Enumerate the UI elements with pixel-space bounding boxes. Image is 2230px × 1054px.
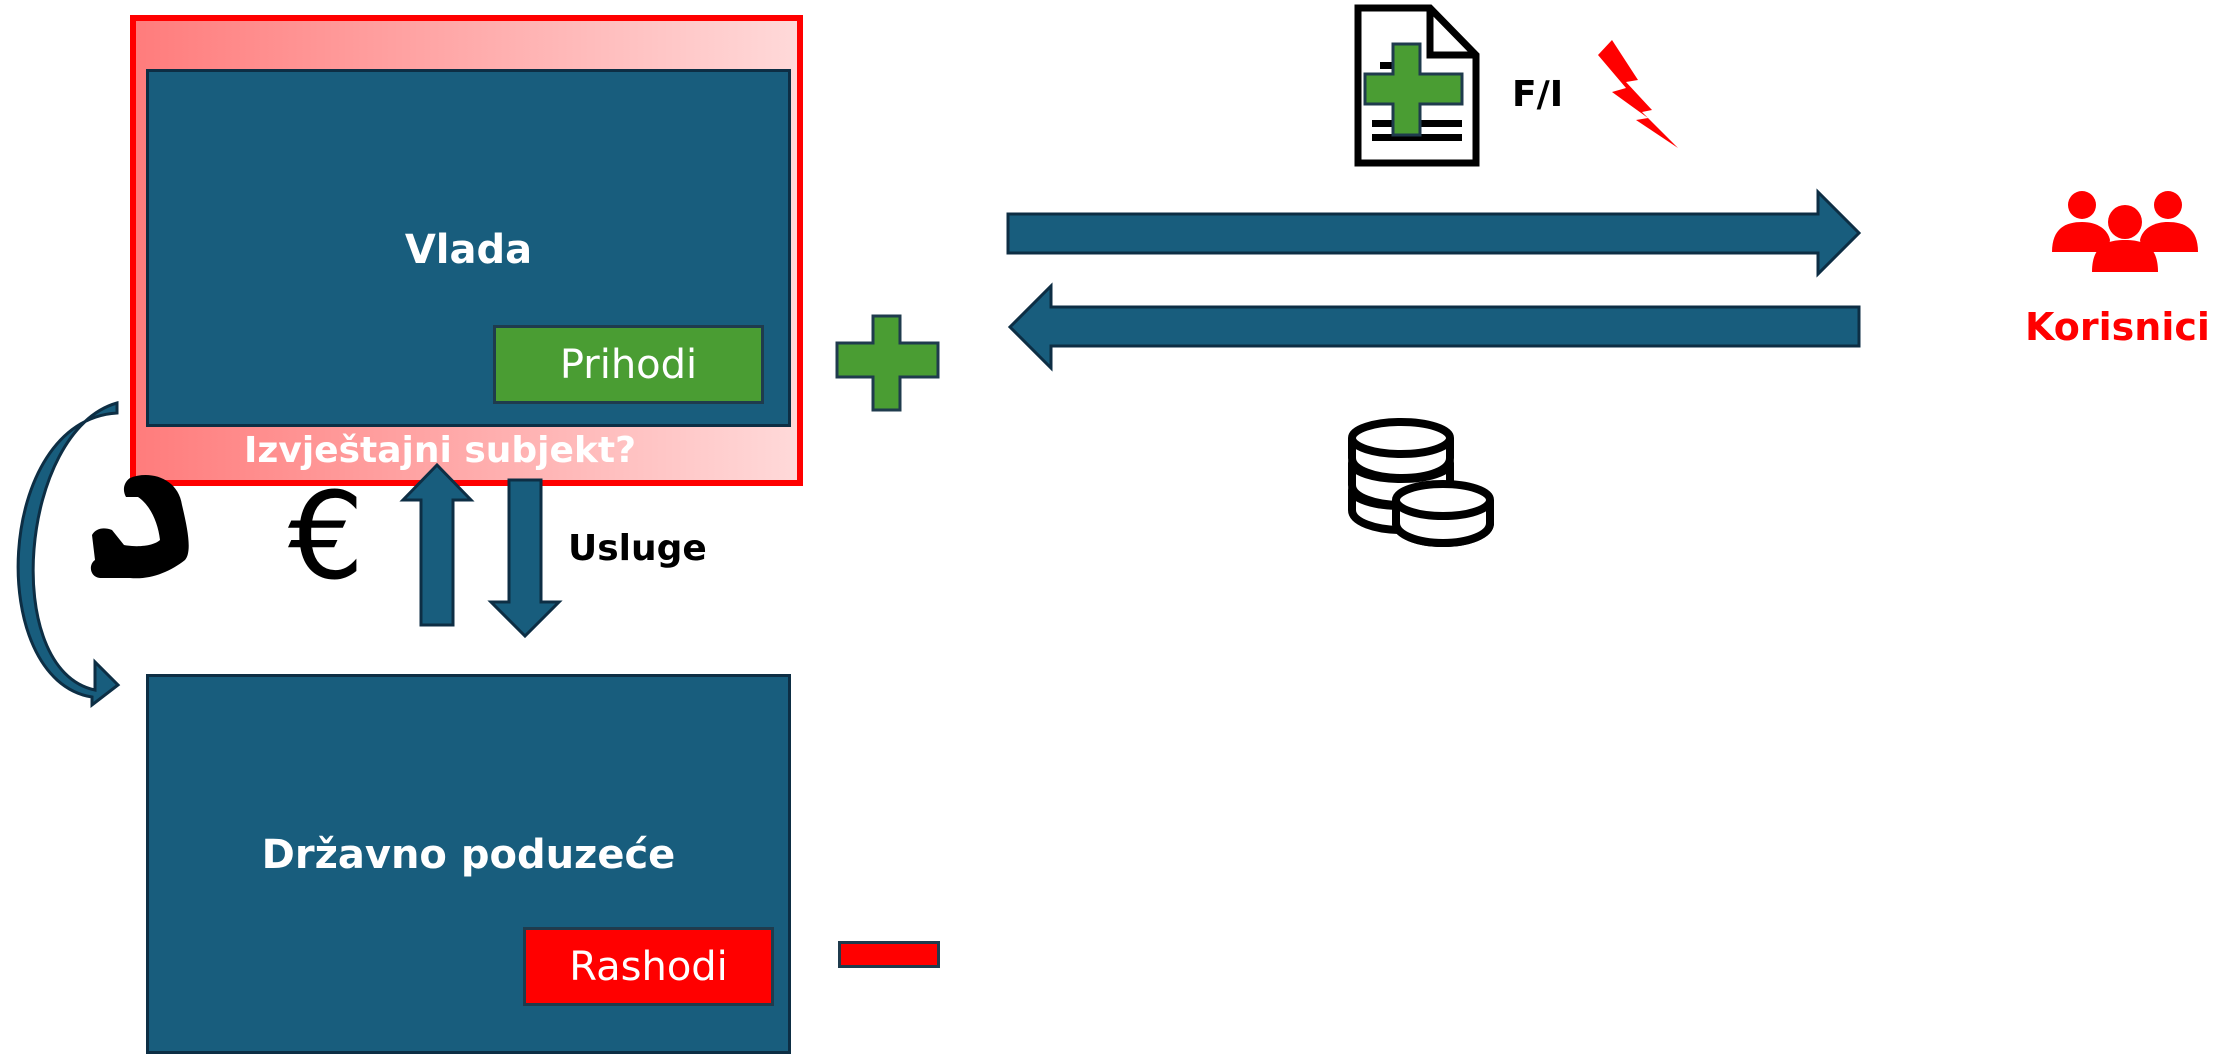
euro-symbol: €: [288, 468, 365, 607]
expense-tag: Rashodi: [523, 927, 774, 1006]
revenue-tag: Prihodi: [493, 325, 764, 404]
control-arrow: [16, 401, 121, 709]
flexed-arm-icon: [90, 475, 189, 579]
left-arrow: [1007, 282, 1861, 372]
document-plus-icon: [1354, 4, 1480, 167]
right-arrow: [1006, 188, 1862, 278]
financial-instrument-label: F/I: [1512, 74, 1564, 115]
users-label: Korisnici: [2025, 305, 2210, 349]
government-box: Vlada: [146, 69, 791, 427]
diagram-graphics: [16, 4, 2198, 709]
state-company-title: Državno poduzeće: [261, 832, 676, 878]
coins-icon: [1348, 418, 1494, 548]
lightning-icon: [1598, 40, 1678, 148]
money-up-arrow: [399, 462, 475, 627]
minus-icon: [838, 941, 940, 968]
reporting-entity-caption: Izvještajni subjekt?: [244, 430, 636, 471]
plus-icon: [835, 314, 940, 412]
users-icon: [2052, 191, 2198, 272]
services-label: Usluge: [568, 528, 707, 569]
government-title: Vlada: [404, 227, 533, 273]
services-down-arrow: [487, 478, 563, 639]
